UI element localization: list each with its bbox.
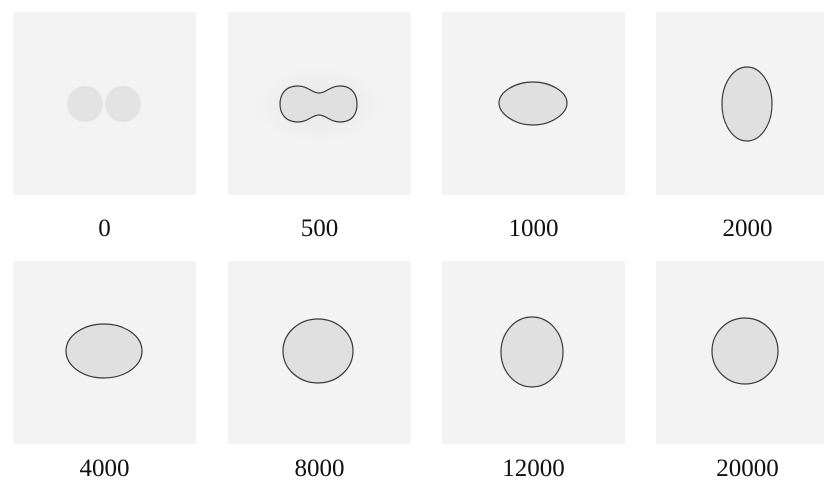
two-circles-shape [13, 12, 196, 195]
panel-4000 [13, 261, 196, 444]
near-circle-shape [228, 261, 411, 444]
panel-label: 1000 [442, 216, 625, 241]
panel-label: 20000 [656, 456, 824, 481]
panel-label: 500 [228, 216, 411, 241]
panel-label: 4000 [13, 456, 196, 481]
panel-label: 12000 [442, 456, 625, 481]
lemon-shape [442, 12, 625, 195]
panel-20000 [656, 261, 824, 444]
panel-label: 2000 [656, 216, 824, 241]
vertical-ellipse-shape [656, 12, 824, 195]
panel-2000 [656, 12, 824, 195]
panel-0 [13, 12, 196, 195]
horizontal-ellipse-shape [13, 261, 196, 444]
near-circle-shape [442, 261, 625, 444]
panel-500 [228, 12, 411, 195]
panel-12000 [442, 261, 625, 444]
panel-label: 8000 [228, 456, 411, 481]
panel-1000 [442, 12, 625, 195]
panel-label: 0 [13, 216, 196, 241]
circle-shape [656, 261, 824, 444]
dumbbell-shape [228, 12, 411, 195]
panel-8000 [228, 261, 411, 444]
